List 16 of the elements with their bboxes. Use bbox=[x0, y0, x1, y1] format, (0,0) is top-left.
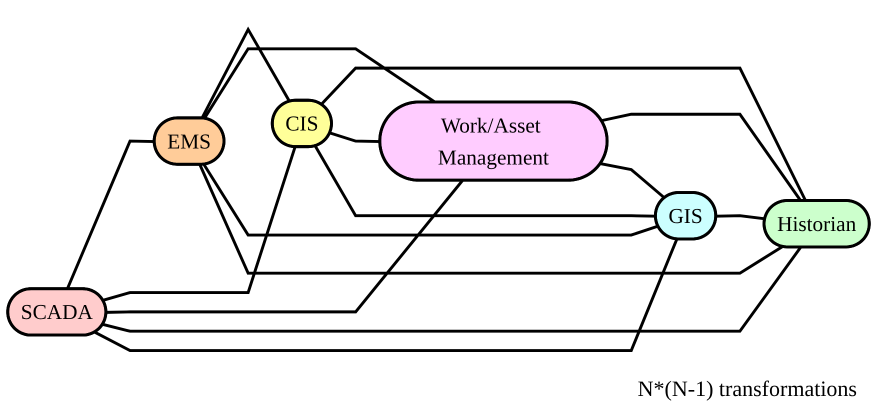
connector bbox=[200, 26, 291, 120]
connector bbox=[66, 140, 155, 290]
note-text: N*(N-1) transformations bbox=[638, 376, 857, 402]
connector bbox=[198, 164, 783, 275]
connector bbox=[320, 66, 807, 202]
connector bbox=[314, 145, 656, 218]
connector bbox=[330, 132, 380, 143]
connector bbox=[102, 146, 296, 302]
connector bbox=[102, 246, 802, 333]
connector bbox=[600, 162, 666, 200]
connector bbox=[601, 112, 802, 202]
connector bbox=[202, 164, 659, 236]
connector bbox=[94, 238, 678, 352]
connector bbox=[106, 180, 464, 314]
connector bbox=[203, 47, 436, 120]
connector bbox=[716, 214, 766, 220]
